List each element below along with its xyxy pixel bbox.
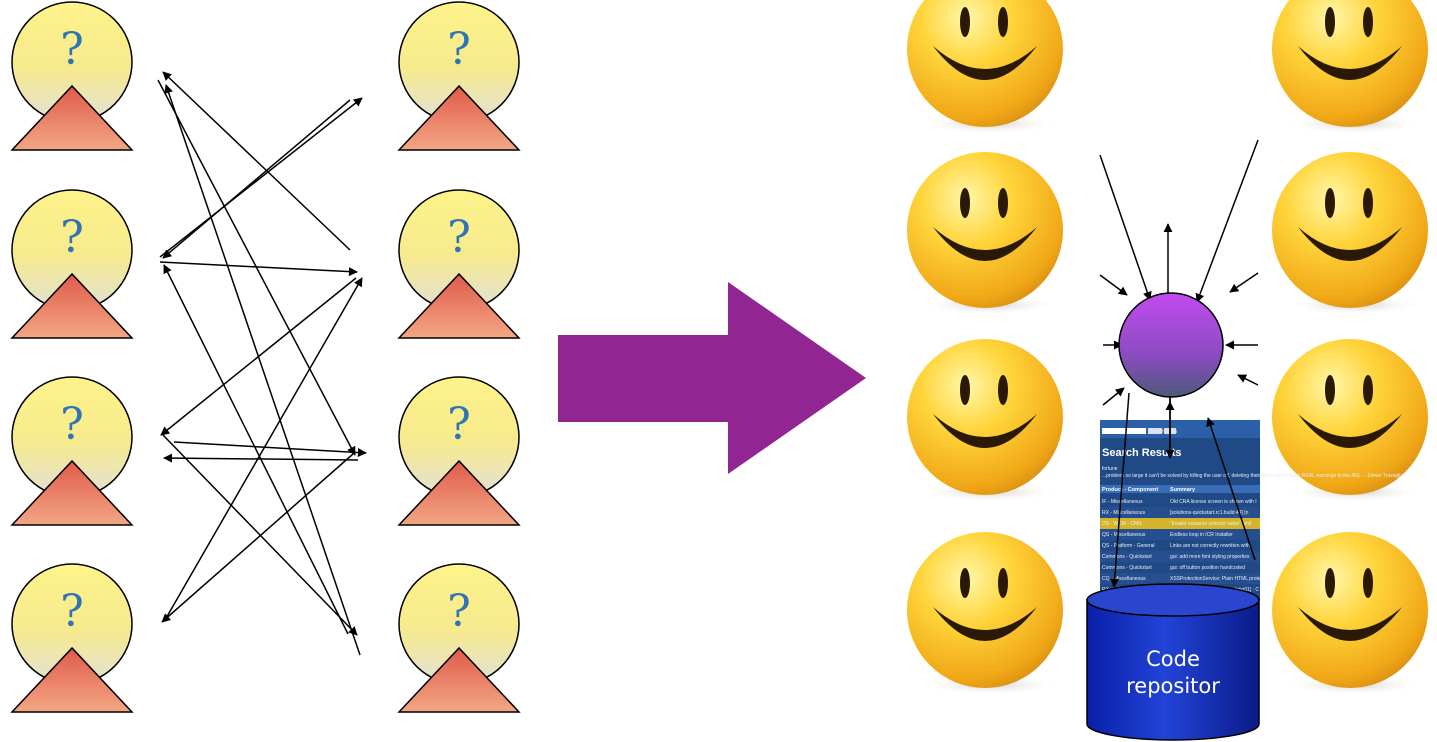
arrow [173, 441, 367, 458]
row-component: CQ - Miscellaneous [1102, 576, 1146, 582]
question-mark: ? [447, 24, 471, 75]
hub-circle [1118, 292, 1224, 398]
table-row[interactable] [1100, 529, 1260, 540]
quote-label: fortune [1102, 466, 1118, 472]
smiley-face [907, 339, 1063, 502]
arrow [159, 261, 358, 277]
person-left-1: ? [11, 1, 133, 151]
smiley-face [1272, 0, 1428, 134]
row-summary: Endless loop in ICR Installer [1170, 532, 1233, 538]
row-summary: [solutions-quickstart.rc1.build.44] [n [1170, 510, 1249, 516]
arrow [163, 453, 359, 463]
table-row[interactable] [1100, 518, 1260, 529]
quote-text: ...problem so large it can't be solved b… [1102, 473, 1403, 479]
row-component: IF - Miscellaneous [1102, 499, 1143, 505]
question-mark: ? [447, 399, 471, 450]
row-component: DS - WCM - CMS [1102, 521, 1142, 527]
code-repository: Code repositor [1086, 583, 1260, 741]
row-summary: XSSProtectionService: Plain HTML prote [1170, 576, 1261, 582]
arrow [162, 99, 351, 259]
arrow [1229, 272, 1259, 293]
arrow [1102, 387, 1125, 406]
arrow [1099, 154, 1152, 301]
person-left-3: ? [11, 376, 133, 526]
smiley-face [907, 0, 1063, 134]
header-col-summary: Summary [1170, 487, 1196, 493]
search-button[interactable]: Search [1149, 429, 1165, 435]
arrow [162, 71, 351, 251]
arrow [161, 453, 354, 623]
row-summary: gui: off button position handcoded [1170, 565, 1245, 571]
hub-arrows [1099, 139, 1259, 588]
question-mark: ? [447, 212, 471, 263]
arrow [1099, 274, 1128, 296]
arrow [1237, 374, 1259, 386]
arrow [164, 277, 363, 621]
person-left-4: ? [11, 563, 133, 713]
person-right-1: ? [398, 1, 520, 151]
arrow [1110, 392, 1130, 588]
row-summary: "Invalid resource selector value" whil [1170, 521, 1251, 527]
smiley-face [1272, 532, 1428, 695]
row-summary: Links are not correctly rewritten with [1170, 543, 1250, 549]
arrow [164, 84, 361, 656]
table-row[interactable] [1100, 562, 1260, 573]
arrow [163, 264, 349, 635]
row-summary: Old CRA license screen is shown with l [1170, 499, 1256, 505]
table-row[interactable] [1100, 551, 1260, 562]
row-component: QS - Platform - General [1102, 543, 1155, 549]
row-component: RX - Miscellaneous [1102, 510, 1146, 516]
tangled-arrows [157, 71, 367, 656]
row-component: Commons - Quickstart [1102, 565, 1152, 571]
arrow [1206, 417, 1256, 561]
search-results-panel: Search Jump Search Results fortune ...pr… [1100, 420, 1403, 600]
smiley-face [1272, 152, 1428, 315]
person-right-3: ? [398, 376, 520, 526]
question-mark: ? [60, 586, 84, 637]
person-left-2: ? [11, 189, 133, 339]
row-component: QS - Miscellaneous [1102, 532, 1146, 538]
search-results-title: Search Results [1102, 447, 1181, 459]
arrow [1195, 139, 1259, 303]
question-mark: ? [447, 586, 471, 637]
repository-label-line2: repositor [1126, 674, 1220, 698]
arrow [157, 79, 356, 456]
arrow [160, 277, 357, 436]
table-row[interactable] [1100, 540, 1260, 551]
search-results-rows: IF - Miscellaneous Old CRA license screen… [1100, 496, 1261, 595]
table-row[interactable] [1100, 496, 1260, 507]
repository-label-line1: Code [1146, 647, 1200, 671]
question-mark: ? [60, 24, 84, 75]
row-component: Commons - Quickstart [1102, 554, 1152, 560]
row-summary: gui: add more font styling properties [1170, 554, 1250, 560]
smiley-face [907, 152, 1063, 315]
table-row[interactable] [1100, 573, 1260, 584]
person-right-2: ? [398, 189, 520, 339]
question-mark: ? [60, 399, 84, 450]
person-right-4: ? [398, 563, 520, 713]
transition-arrow [558, 282, 866, 474]
arrow [159, 97, 363, 258]
table-row[interactable] [1100, 507, 1260, 518]
jump-button[interactable]: Jump [1165, 429, 1177, 435]
header-col-component: Product - Component [1102, 487, 1158, 493]
smiley-face [907, 532, 1063, 695]
question-mark: ? [60, 212, 84, 263]
